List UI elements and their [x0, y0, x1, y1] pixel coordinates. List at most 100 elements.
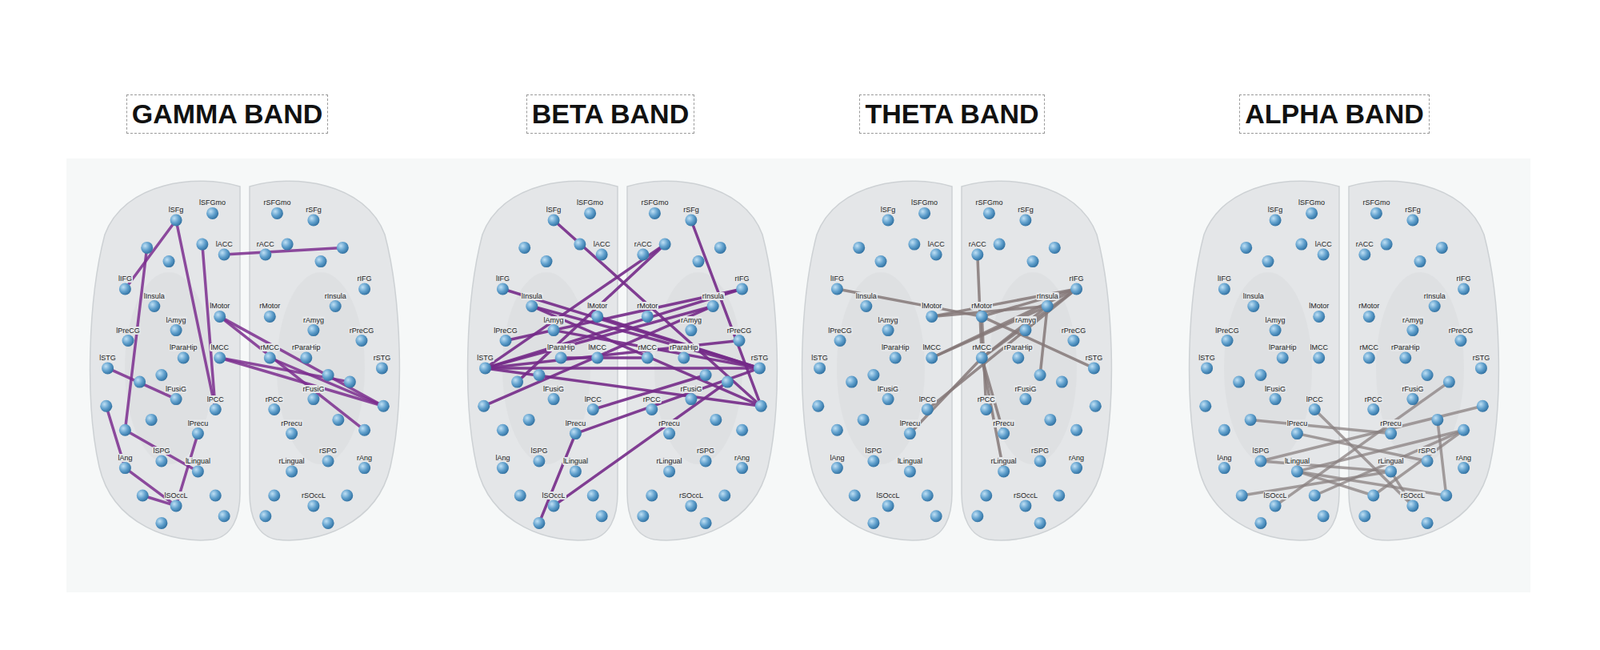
region-label: rMotor: [970, 301, 993, 310]
region-sphere: [636, 248, 649, 261]
region-sphere: [1308, 403, 1321, 416]
region-sphere: [1218, 424, 1231, 436]
region-label: lIFG: [495, 274, 511, 283]
region-sphere: [477, 400, 490, 412]
region-label: rSOccL: [1400, 491, 1426, 500]
connectivity-line: [932, 288, 1077, 358]
region-label: lACC: [1314, 240, 1333, 248]
region-label: lSPG: [1251, 446, 1270, 455]
region-label: rPrecu: [992, 419, 1016, 428]
region-label: lSTG: [1197, 353, 1216, 362]
region-label: lPreCG: [492, 326, 519, 335]
region-label: rSFg: [1016, 205, 1035, 214]
region-sphere: [1019, 392, 1032, 405]
region-sphere: [1254, 455, 1267, 468]
band-title: BETA BAND: [526, 94, 695, 134]
region-label: rLingual: [990, 456, 1018, 465]
left-hemisphere: [1189, 180, 1340, 540]
region-sphere: [496, 424, 509, 436]
region-sphere: [1019, 499, 1032, 512]
region-sphere: [170, 499, 183, 512]
region-sphere: [136, 489, 149, 502]
region-sphere: [1384, 464, 1397, 477]
region-sphere: [1358, 509, 1371, 522]
region-sphere: [1367, 403, 1380, 416]
region-label: lACC: [592, 240, 612, 248]
region-label: rAng: [733, 453, 751, 462]
region-sphere: [736, 283, 748, 296]
region-label: lSFg: [545, 205, 563, 214]
region-label: rPrecu: [657, 419, 681, 428]
region-label: lMotor: [586, 301, 608, 310]
region-sphere: [976, 310, 988, 323]
region-label: lAng: [116, 453, 133, 462]
region-sphere: [1218, 461, 1231, 474]
region-label: lSOccL: [1263, 491, 1288, 500]
region-label: rMotor: [636, 301, 659, 310]
region-sphere: [1421, 516, 1434, 529]
region-sphere: [170, 324, 183, 336]
region-sphere: [1431, 413, 1444, 426]
region-sphere: [587, 403, 600, 416]
region-sphere: [645, 489, 658, 502]
inner-structure: [1224, 272, 1312, 464]
region-label: rPrecu: [280, 419, 304, 428]
region-sphere: [1406, 214, 1419, 227]
region-label: lSFg: [1267, 205, 1284, 214]
region-label: rSTG: [1472, 353, 1492, 362]
region-sphere: [285, 464, 298, 477]
region-sphere: [1269, 324, 1282, 336]
region-sphere: [271, 207, 284, 220]
region-sphere: [921, 403, 934, 416]
region-sphere: [709, 413, 722, 426]
region-sphere: [684, 499, 697, 512]
region-sphere: [1454, 334, 1467, 347]
region-label: rSTG: [1084, 353, 1104, 362]
region-label: rPCC: [642, 395, 662, 404]
region-label: rSFGmo: [1361, 198, 1391, 207]
region-sphere: [1019, 324, 1032, 336]
region-label: rSOccL: [300, 491, 327, 500]
region-sphere: [641, 310, 654, 323]
region-sphere: [140, 241, 153, 254]
region-sphere: [1240, 241, 1252, 254]
region-sphere: [971, 248, 984, 261]
region-sphere: [831, 283, 844, 296]
connectivity-line: [108, 368, 177, 400]
region-sphere: [145, 413, 158, 426]
region-sphere: [315, 255, 328, 268]
connectivity-line: [691, 220, 761, 406]
region-label: rPCC: [1364, 395, 1384, 404]
connectivity-line: [932, 288, 1077, 316]
region-sphere: [993, 238, 1006, 251]
connectivity-line: [560, 356, 648, 360]
region-sphere: [1232, 376, 1245, 388]
connectivity-line: [485, 340, 740, 368]
region-label: rLingual: [1377, 456, 1405, 465]
region-label: rSFGmo: [262, 198, 292, 207]
region-sphere: [1476, 400, 1489, 412]
region-sphere: [307, 324, 320, 336]
region-sphere: [119, 424, 132, 436]
region-sphere: [1443, 376, 1456, 388]
right-hemisphere: [1348, 180, 1499, 540]
connectivity-line: [1437, 419, 1447, 496]
title-text: BETA BAND: [532, 98, 689, 129]
region-sphere: [540, 255, 553, 268]
region-label: lAng: [1216, 453, 1232, 462]
region-sphere: [101, 361, 114, 374]
region-sphere: [692, 255, 705, 268]
region-sphere: [1048, 241, 1061, 254]
region-sphere: [1067, 334, 1080, 347]
region-label: rSFGmo: [974, 198, 1004, 207]
region-label: rSOccL: [1012, 491, 1039, 500]
region-label: lPCC: [918, 395, 937, 404]
region-label: rInsula: [701, 292, 725, 300]
band-title: ALPHA BAND: [1239, 94, 1430, 134]
region-sphere: [584, 207, 596, 220]
region-label: lPrecu: [899, 419, 922, 428]
region-sphere: [1291, 427, 1304, 440]
region-sphere: [677, 352, 690, 364]
region-sphere: [264, 310, 276, 323]
region-sphere: [355, 334, 368, 347]
